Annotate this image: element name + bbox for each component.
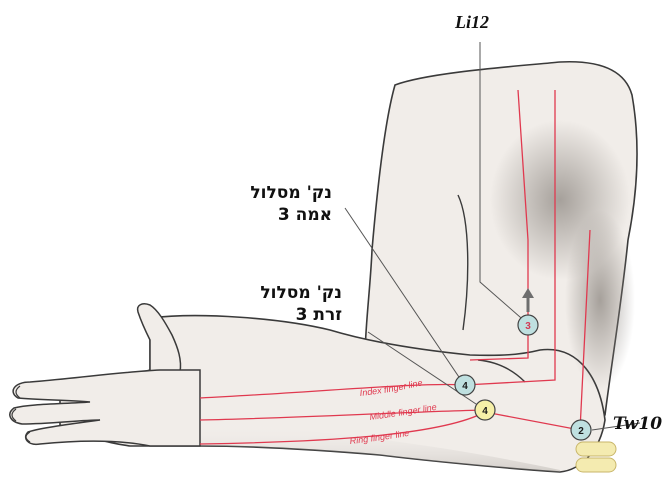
- middle-point-label: נק' מסלול אמה 3: [222, 182, 332, 226]
- elbow-shadow: [565, 210, 635, 390]
- point-number: 4: [462, 381, 468, 392]
- point-marker-ring-2: 2: [571, 420, 591, 440]
- point-marker-middle-4: 4: [475, 400, 495, 420]
- ring-point-label: נק' מסלול זרת 3: [232, 282, 342, 326]
- olecranon-pad: [576, 442, 616, 456]
- point-number: 2: [578, 426, 584, 437]
- point-number: 3: [525, 321, 531, 332]
- point-number: 4: [482, 406, 488, 417]
- thumb: [138, 304, 181, 372]
- middle-point-label-line2: אמה 3: [222, 204, 332, 226]
- point-marker-index-3: 3: [518, 315, 538, 335]
- hand: [10, 370, 200, 446]
- li12-label: Li12: [455, 12, 489, 33]
- olecranon-pad: [576, 458, 616, 472]
- middle-point-label-line1: נק' מסלול: [222, 182, 332, 204]
- tw10-label: Tw10: [613, 414, 662, 434]
- ring-point-label-line2: זרת 3: [232, 304, 342, 326]
- point-marker-index-4: 4: [455, 375, 475, 395]
- ring-point-label-line1: נק' מסלול: [232, 282, 342, 304]
